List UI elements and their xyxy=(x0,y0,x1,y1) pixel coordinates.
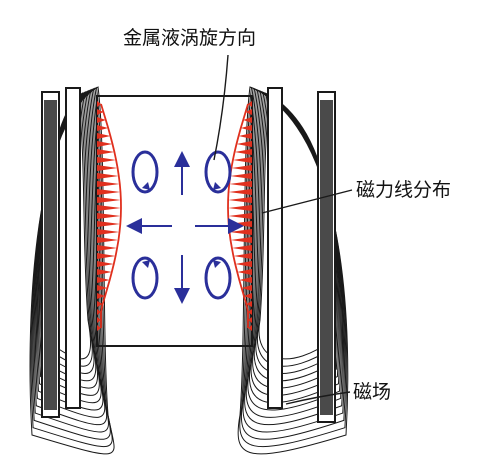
field-tick xyxy=(248,317,252,323)
field-tick xyxy=(97,109,104,115)
field-tick xyxy=(240,125,252,131)
left-field-profile xyxy=(97,101,122,331)
field-tick xyxy=(231,165,252,171)
label-field-line-distribution: 磁力线分布 xyxy=(356,179,451,201)
field-tick xyxy=(97,253,116,259)
field-tick xyxy=(230,173,252,179)
field-tick xyxy=(241,285,252,291)
right-coil-hatching xyxy=(320,100,333,415)
right-field-profile xyxy=(227,101,252,331)
field-tick xyxy=(97,165,118,171)
field-tick xyxy=(97,237,119,243)
field-tick xyxy=(97,101,101,107)
vortex-bottom-right xyxy=(204,256,232,300)
field-tick xyxy=(248,101,252,107)
field-tick xyxy=(97,261,114,267)
field-tick xyxy=(246,301,252,307)
crucible-body xyxy=(96,95,253,347)
field-tick xyxy=(97,213,121,219)
field-tick xyxy=(235,261,252,267)
field-tick xyxy=(97,197,121,203)
field-tick xyxy=(229,181,252,187)
field-tick xyxy=(97,277,110,283)
field-tick xyxy=(97,301,103,307)
field-tick xyxy=(97,317,101,323)
field-tick xyxy=(231,245,252,251)
field-tick xyxy=(97,117,106,123)
field-tick xyxy=(237,269,252,275)
field-tick xyxy=(230,237,252,243)
field-tick xyxy=(97,133,111,139)
vortex-bottom-left xyxy=(131,256,159,300)
field-tick xyxy=(248,309,252,315)
left-coil-hatching xyxy=(44,100,57,410)
field-tick xyxy=(97,125,109,131)
right-coil-bar-inner xyxy=(267,87,283,409)
vortex-top-left xyxy=(131,150,159,194)
field-tick xyxy=(233,253,252,259)
left-coil-bar-inner xyxy=(65,87,81,409)
field-tick xyxy=(97,173,119,179)
field-tick xyxy=(243,293,252,299)
label-magnetic-field: 磁场 xyxy=(353,381,391,403)
field-tick xyxy=(97,181,120,187)
right-coil xyxy=(237,86,349,455)
field-tick xyxy=(97,293,106,299)
field-tick xyxy=(236,141,252,147)
field-tick xyxy=(245,109,252,115)
leader-field-line-distribution xyxy=(261,189,353,214)
field-tick xyxy=(97,325,101,331)
field-tick xyxy=(97,221,121,227)
field-tick xyxy=(97,269,112,275)
field-tick xyxy=(228,189,252,195)
field-tick xyxy=(97,229,120,235)
field-tick xyxy=(97,141,113,147)
leader-flow-direction xyxy=(213,54,229,161)
field-tick xyxy=(232,157,252,163)
field-tick xyxy=(97,149,115,155)
field-tick xyxy=(97,309,101,315)
field-tick xyxy=(97,285,108,291)
field-tick xyxy=(97,157,117,163)
field-tick xyxy=(97,245,118,251)
field-tick xyxy=(228,205,252,211)
field-tick xyxy=(238,133,252,139)
label-flow-direction: 金属液涡旋方向 xyxy=(123,27,256,49)
flow-arrows xyxy=(126,151,244,304)
field-tick xyxy=(234,149,252,155)
field-tick xyxy=(239,277,252,283)
field-tick xyxy=(228,197,252,203)
field-tick xyxy=(228,213,252,219)
field-tick xyxy=(97,205,121,211)
leader-magnetic-field xyxy=(285,391,351,405)
field-tick xyxy=(243,117,252,123)
field-tick xyxy=(97,189,121,195)
vortex-top-right xyxy=(204,150,232,194)
field-tick xyxy=(248,325,252,331)
